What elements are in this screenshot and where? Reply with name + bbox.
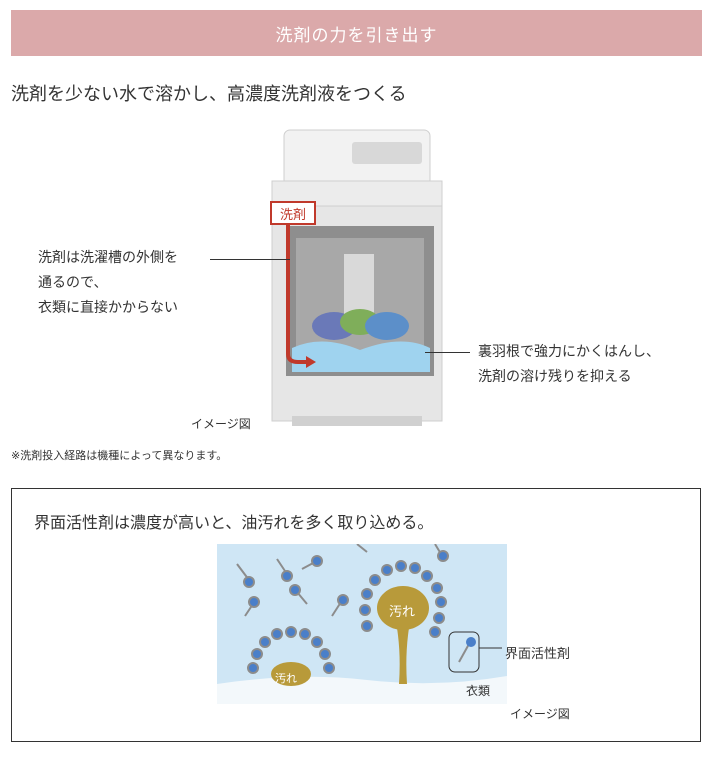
- annotation-right: 裏羽根で強力にかくはんし、 洗剤の溶け残りを抑える: [478, 340, 660, 390]
- annotation-left: 洗剤は洗濯槽の外側を 通るので、 衣類に直接かからない: [38, 246, 178, 321]
- section-headline: 洗剤を少ない水で溶かし、高濃度洗剤液をつくる: [11, 84, 407, 105]
- detergent-tag: 洗剤: [270, 201, 316, 225]
- surfactant-box: 界面活性剤は濃度が高いと、油汚れを多く取り込める。: [11, 488, 701, 742]
- image-caption-1: イメージ図: [191, 417, 251, 431]
- annotation-left-line-2: 通るので、: [38, 275, 108, 291]
- annotation-right-line-1: 裏羽根で強力にかくはんし、: [478, 344, 660, 360]
- dirt-label-small: 汚れ: [275, 672, 297, 685]
- washing-machine-illustration: [271, 129, 443, 426]
- detergent-tag-label: 洗剤: [279, 207, 306, 223]
- surfactant-label: 界面活性剤: [505, 647, 571, 662]
- annotation-right-leader: [425, 352, 470, 353]
- annotation-left-leader: [210, 259, 290, 260]
- clothes-label: 衣類: [466, 684, 491, 698]
- annotation-left-line-3: 衣類に直接かからない: [38, 300, 178, 316]
- section-banner: 洗剤の力を引き出す: [11, 10, 702, 56]
- dirt-label-large: 汚れ: [389, 605, 416, 620]
- annotation-right-line-2: 洗剤の溶け残りを抑える: [478, 369, 632, 385]
- surfactant-title: 界面活性剤は濃度が高いと、油汚れを多く取り込める。: [34, 513, 434, 532]
- annotation-left-line-1: 洗剤は洗濯槽の外側を: [38, 250, 178, 266]
- surfactant-diagram: [217, 544, 507, 704]
- image-caption-2: イメージ図: [510, 707, 570, 721]
- banner-title: 洗剤の力を引き出す: [275, 25, 438, 46]
- footnote: ※洗剤投入経路は機種によって異なります。: [11, 449, 228, 462]
